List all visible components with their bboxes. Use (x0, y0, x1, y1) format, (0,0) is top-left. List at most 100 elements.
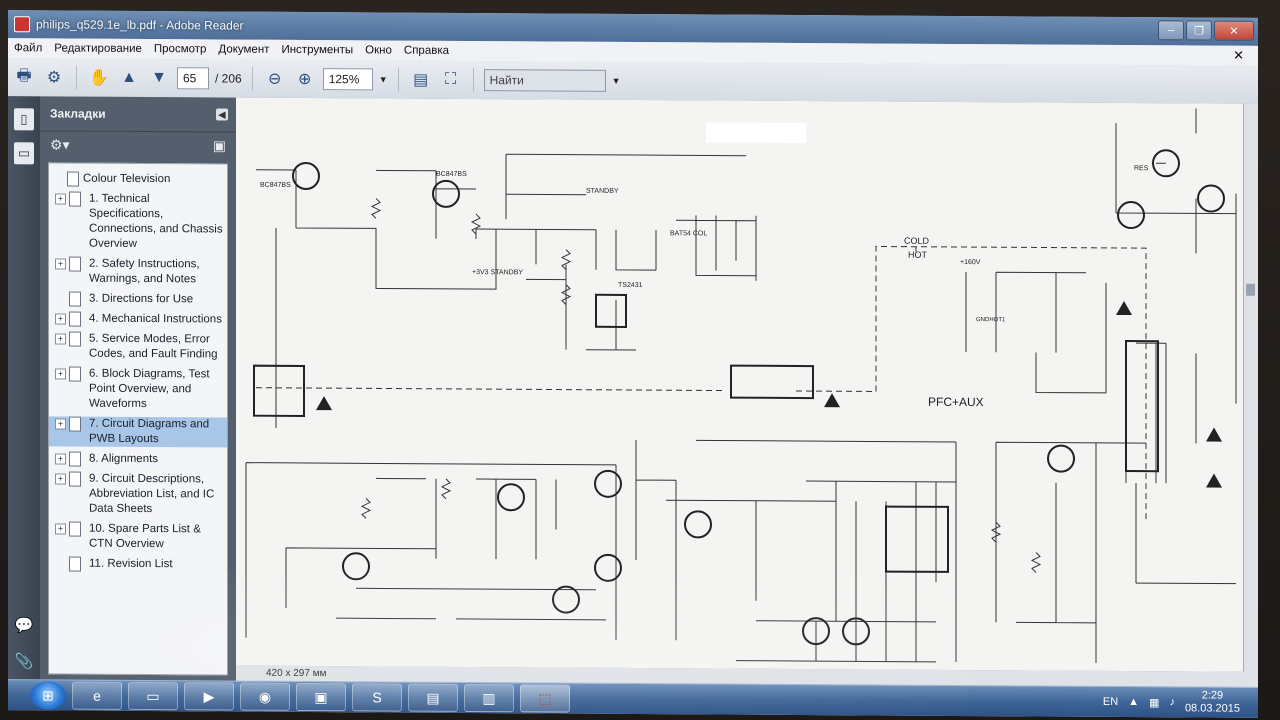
close-button[interactable]: ✕ (1214, 20, 1254, 41)
expand-icon[interactable]: + (55, 193, 66, 205)
expand-icon[interactable]: + (55, 333, 66, 345)
zoom-out-icon[interactable]: ⊖ (268, 70, 282, 88)
bookmarks-tree: Colour Television +1. Technical Specifica… (48, 162, 228, 676)
menu-edit[interactable]: Редактирование (54, 42, 142, 55)
label-160v: +160V (960, 258, 981, 267)
menu-view[interactable]: Просмотр (153, 43, 207, 56)
expand-icon[interactable]: + (55, 368, 66, 380)
menu-file[interactable]: Файл (14, 42, 43, 55)
taskbar-folder-icon[interactable]: ▤ (408, 683, 458, 712)
taskbar-app-icon[interactable]: ▣ (296, 682, 346, 712)
bookmark-page-icon (69, 471, 81, 487)
menu-tools[interactable]: Инструменты (281, 43, 354, 57)
fit-page-icon[interactable]: ▤ (413, 71, 429, 89)
document-area: BC847BS BC847BS STANDBY +3V3 STANDBY TS2… (236, 97, 1258, 688)
volume-icon[interactable]: ♪ (1169, 696, 1175, 709)
bookmark-item[interactable]: 11. Revision List (49, 556, 227, 572)
label-cold: COLD (904, 235, 930, 246)
label-3v3-standby: +3V3 STANDBY (472, 269, 524, 277)
taskbar-skype-icon[interactable]: S (352, 683, 402, 712)
label-bc847bs-b: BC847BS (436, 170, 467, 178)
bookmark-item[interactable]: +4. Mechanical Instructions (49, 311, 227, 327)
next-page-icon[interactable]: ▼ (151, 69, 167, 87)
scrollbar-thumb[interactable] (1246, 283, 1255, 296)
bookmark-label: 2. Safety Instructions, Warnings, and No… (89, 257, 200, 286)
pages-icon[interactable]: ▯ (14, 108, 34, 131)
taskbar-ie-icon[interactable]: e (72, 681, 122, 710)
bookmark-item[interactable]: 3. Directions for Use (49, 291, 227, 307)
vertical-scrollbar[interactable] (1243, 103, 1258, 688)
find-dropdown-icon[interactable]: ▼ (611, 75, 621, 86)
hand-icon[interactable]: ✋ (89, 69, 109, 87)
label-gndhot: GNDHOT1 (976, 317, 1006, 324)
bookmark-label: 10. Spare Parts List & CTN Overview (89, 522, 201, 551)
print-icon[interactable]: 🖶 (16, 66, 32, 84)
label-ts2431: TS2431 (618, 281, 643, 290)
bookmark-item[interactable]: +6. Block Diagrams, Test Point Overview,… (49, 366, 227, 412)
bookmark-item[interactable]: +1. Technical Specifications, Connection… (49, 191, 227, 252)
bookmark-label: 1. Technical Specifications, Connections… (89, 192, 223, 250)
taskbar-chrome-icon[interactable]: ◉ (240, 682, 290, 711)
bookmark-item[interactable]: +7. Circuit Diagrams and PWB Layouts (49, 416, 227, 448)
page-number-input[interactable]: 65 (177, 67, 209, 90)
expand-icon[interactable]: + (55, 453, 66, 465)
bookmark-page-icon (69, 291, 81, 307)
bookmark-label: 4. Mechanical Instructions (89, 312, 222, 326)
expand-icon[interactable]: + (55, 313, 66, 325)
taskbar-adobe-reader-icon[interactable]: ⬚ (520, 684, 570, 713)
expand-icon[interactable]: + (55, 258, 66, 270)
taskbar-winrar-icon[interactable]: ▥ (464, 683, 514, 713)
menu-help[interactable]: Справка (403, 44, 450, 57)
start-button[interactable]: ⊞ (30, 681, 66, 710)
comment-icon[interactable]: 💬 (14, 617, 34, 635)
zoom-dropdown-icon[interactable]: ▼ (378, 74, 388, 85)
zoom-in-icon[interactable]: ⊕ (298, 70, 312, 89)
bookmark-page-icon (69, 311, 81, 327)
bookmark-label: 6. Block Diagrams, Test Point Overview, … (89, 367, 210, 411)
attachment-icon[interactable]: 📎 (14, 653, 34, 671)
bookmark-item[interactable]: +2. Safety Instructions, Warnings, and N… (49, 256, 227, 287)
bookmark-item[interactable]: +9. Circuit Descriptions, Abbreviation L… (49, 471, 227, 517)
adobe-reader-icon (14, 16, 30, 33)
taskbar-explorer-icon[interactable]: ▭ (128, 681, 178, 711)
zoom-input[interactable]: 125% (322, 68, 373, 91)
collapse-panel-icon[interactable]: ◀ (216, 108, 228, 121)
maximize-button[interactable]: ❐ (1186, 20, 1212, 41)
taskbar-media-player-icon[interactable]: ▶ (184, 682, 234, 711)
window-title: philips_q529.1e_lb.pdf - Adobe Reader (36, 17, 244, 33)
bookmark-page-icon (69, 416, 81, 432)
tray-arrow-icon[interactable]: ▲ (1128, 696, 1140, 709)
bookmark-label: 3. Directions for Use (89, 292, 194, 306)
share-icon[interactable]: ⚙ (46, 69, 62, 87)
previous-page-icon[interactable]: ▲ (121, 68, 137, 86)
options-gear-icon[interactable]: ⚙▾ (50, 135, 70, 153)
page-total: / 206 (215, 71, 242, 86)
bookmark-item[interactable]: +8. Alignments (49, 451, 227, 467)
bookmark-label: 7. Circuit Diagrams and PWB Layouts (89, 417, 210, 446)
menu-window[interactable]: Окно (365, 44, 392, 57)
close-document-icon[interactable]: ✕ (1233, 47, 1244, 63)
bookmark-item[interactable]: Colour Television (49, 171, 227, 187)
bookmark-page-icon (69, 556, 81, 572)
bookmark-page-icon (67, 171, 79, 187)
full-screen-icon[interactable]: ⛶ (445, 70, 457, 88)
expand-icon[interactable]: + (55, 418, 66, 430)
label-res: RES (1134, 165, 1149, 173)
menu-document[interactable]: Документ (218, 43, 270, 56)
expand-bookmark-icon[interactable]: ▣ (212, 136, 226, 154)
schematic-page: BC847BS BC847BS STANDBY +3V3 STANDBY TS2… (236, 97, 1244, 672)
bookmark-page-icon (69, 366, 81, 382)
label-bat54: BAT54 COL (670, 230, 708, 238)
find-input[interactable]: Найти (483, 69, 606, 92)
clock[interactable]: 2:29 08.03.2015 (1185, 689, 1240, 715)
language-indicator[interactable]: EN (1102, 695, 1119, 708)
bookmark-item[interactable]: +10. Spare Parts List & CTN Overview (49, 521, 227, 552)
expand-icon[interactable]: + (55, 523, 66, 535)
bookmark-item[interactable]: +5. Service Modes, Error Codes, and Faul… (49, 331, 227, 362)
expand-icon[interactable]: + (55, 473, 66, 485)
bookmark-page-icon (69, 331, 81, 347)
minimize-button[interactable]: – (1158, 20, 1184, 41)
network-icon[interactable]: ▦ (1149, 696, 1160, 709)
bookmark-page-icon (69, 256, 81, 272)
bookmarks-icon[interactable]: ▭ (14, 142, 34, 165)
